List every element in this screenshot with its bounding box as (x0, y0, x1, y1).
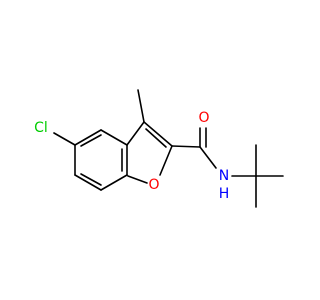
bond-c5-cl (53, 132, 76, 146)
bond-c3-methyl (137, 89, 145, 123)
atom-furan-oxygen-label: O (148, 177, 159, 193)
bond-c7-c6 (74, 174, 102, 191)
atom-amide-hydrogen-label: H (219, 186, 230, 202)
bond-c3-c2 (143, 121, 173, 147)
structure-canvas: Cl O O N H (34, 89, 284, 208)
bond-o1-c7a (127, 175, 148, 184)
bond-carbonyl-n (199, 146, 217, 169)
bond-c7-c6-double (80, 173, 102, 186)
molecule-diagram: Cl O O N H (34, 89, 284, 208)
bond-c2-carbonyl-c (171, 145, 201, 148)
atom-amide-nitrogen-label: N (219, 168, 229, 184)
bond-c4-c3a (100, 129, 128, 146)
bond-c3-c2-double (145, 128, 167, 148)
atom-carbonyl-oxygen-label: O (198, 110, 209, 126)
bond-c2-o1 (159, 145, 173, 176)
bond-c5-c4 (74, 129, 102, 146)
atom-chlorine-label: Cl (34, 120, 48, 136)
bond-c3a-c3 (126, 121, 145, 146)
bond-c5-c4-double (80, 134, 102, 147)
bond-c7a-c7 (100, 174, 128, 191)
